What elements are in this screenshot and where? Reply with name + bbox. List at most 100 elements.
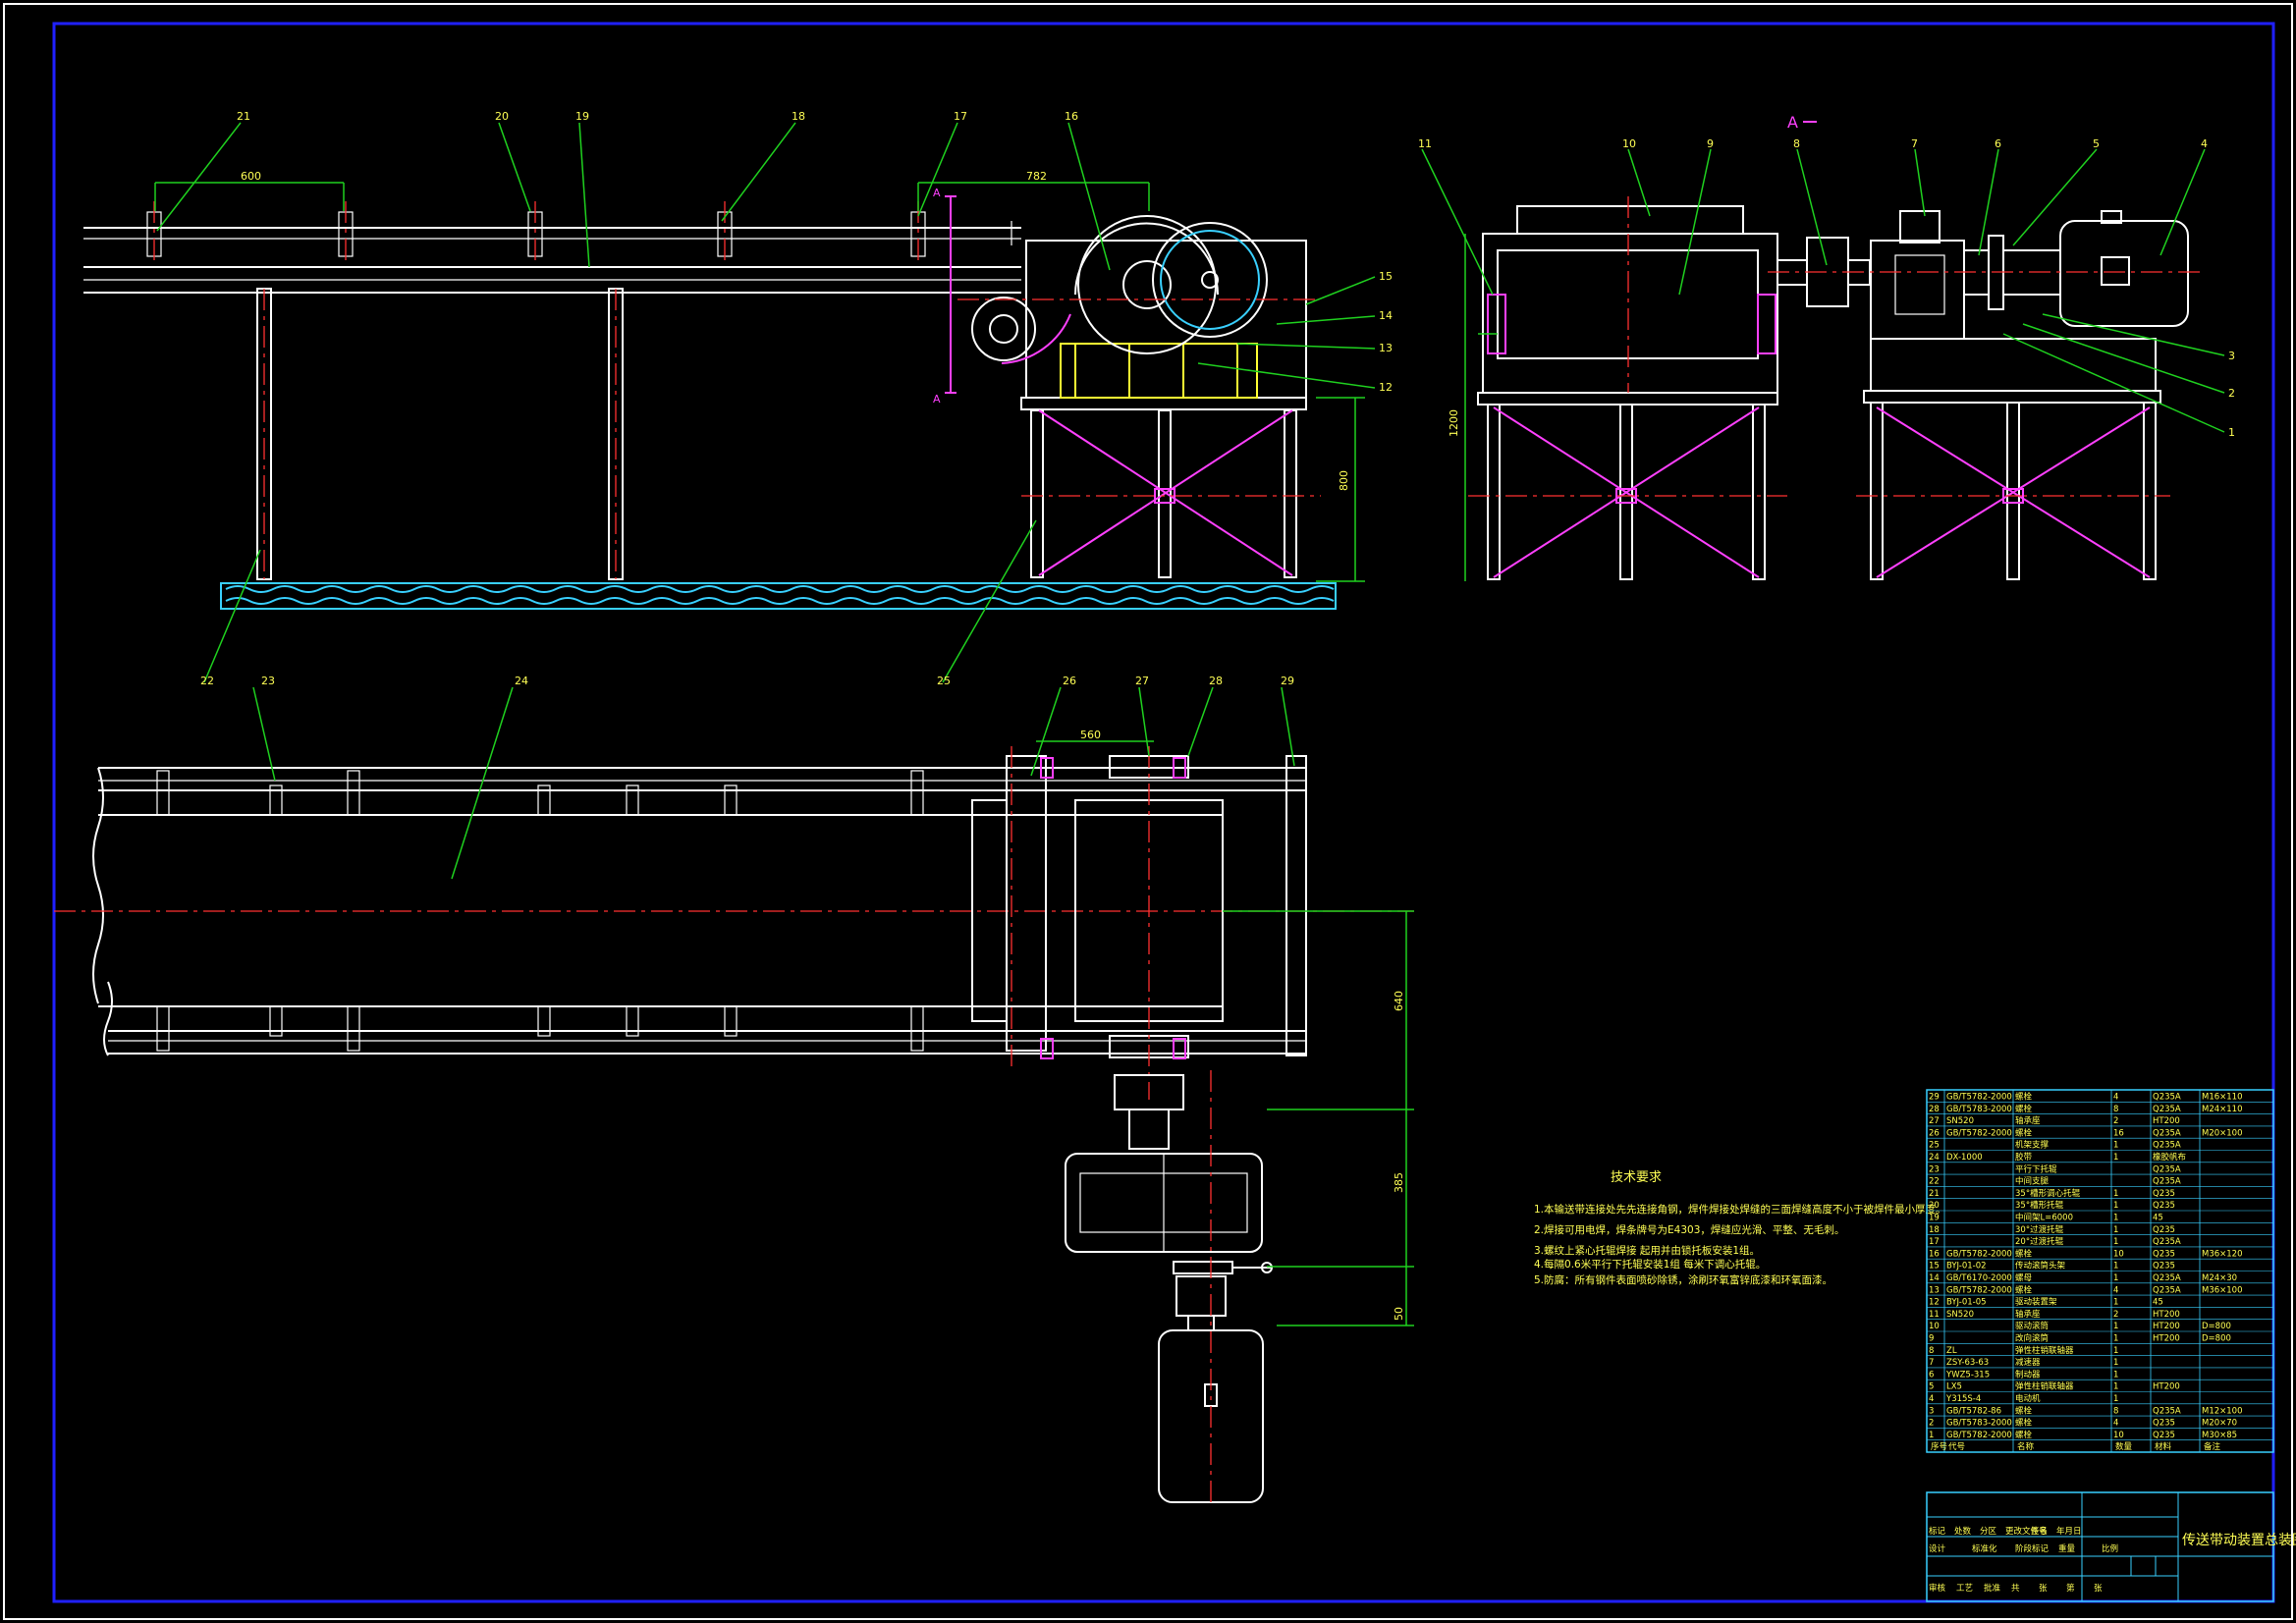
bom-cell: 平行下托辊 bbox=[2015, 1163, 2057, 1174]
bom-cell: GB/T5783-2000 bbox=[1946, 1105, 2012, 1114]
bom-cell: Q235 bbox=[2153, 1225, 2175, 1235]
tech-req-item-2: 2.焊接可用电焊，焊条牌号为E4303，焊缝应光滑、平整、无毛刺。 bbox=[1534, 1223, 1844, 1236]
balloon-18: 18 bbox=[792, 110, 805, 123]
bom-cell: ZL bbox=[1946, 1346, 1957, 1356]
tech-req-item-4: 4.每隔0.6米平行下托辊安装1组 每米下调心托辊。 bbox=[1534, 1258, 1766, 1271]
bom-cell: Q235A bbox=[2153, 1177, 2181, 1187]
bom-cell: 8 bbox=[1929, 1346, 1934, 1356]
bom-cell: 螺栓 bbox=[2015, 1104, 2033, 1114]
balloon-10: 10 bbox=[1622, 137, 1636, 150]
bom-cell: 12 bbox=[1929, 1298, 1940, 1308]
balloon-8: 8 bbox=[1793, 137, 1800, 150]
bom-cell: GB/T5782-2000 bbox=[1946, 1093, 2012, 1103]
title-block-cell: 张 bbox=[2094, 1584, 2103, 1594]
bom-cell: Q235A bbox=[2153, 1273, 2181, 1283]
balloon-26: 26 bbox=[1063, 675, 1076, 687]
balloon-9: 9 bbox=[1707, 137, 1714, 150]
bom-cell: 弹性柱销联轴器 bbox=[2015, 1345, 2074, 1356]
bom-cell: 23 bbox=[1929, 1164, 1940, 1174]
bom-cell: 轴承座 bbox=[2015, 1115, 2041, 1126]
bom-cell: 25 bbox=[1929, 1141, 1940, 1151]
bom-cell: 驱动装置架 bbox=[2015, 1297, 2057, 1308]
bom-cell: 螺栓 bbox=[2015, 1248, 2033, 1259]
bom-cell: HT200 bbox=[2153, 1334, 2180, 1344]
balloon-21: 21 bbox=[237, 110, 250, 123]
bom-cell: Q235 bbox=[2153, 1249, 2175, 1259]
tech-req-title: 技术要求 bbox=[1611, 1170, 1662, 1185]
bom-cell: 1 bbox=[2113, 1382, 2118, 1392]
bom-cell: Q235A bbox=[2153, 1105, 2181, 1114]
bom-cell: 35°槽形调心托辊 bbox=[2015, 1188, 2081, 1199]
balloon-28: 28 bbox=[1209, 675, 1223, 687]
bom-cell: Q235A bbox=[2153, 1093, 2181, 1103]
inner-frame bbox=[52, 22, 2275, 1603]
bom-cell: Q235 bbox=[2153, 1201, 2175, 1211]
bom-cell: 1 bbox=[2113, 1334, 2118, 1344]
tech-req-item-1: 1.本输送带连接处先先连接角钢，焊件焊接处焊缝的三面焊缝高度不小于被焊件最小厚度… bbox=[1534, 1203, 1946, 1216]
bom-cell: D=800 bbox=[2202, 1322, 2231, 1331]
balloon-13: 13 bbox=[1379, 342, 1393, 354]
bom-cell: Q235A bbox=[2153, 1141, 2181, 1151]
bom-cell: HT200 bbox=[2153, 1382, 2180, 1392]
balloon-1: 1 bbox=[2228, 426, 2235, 439]
bom-cell: 弹性柱销联轴器 bbox=[2015, 1381, 2074, 1392]
bom-cell: 1 bbox=[2113, 1370, 2118, 1380]
bom-cell: 5 bbox=[1929, 1382, 1934, 1392]
bom-cell: M12×100 bbox=[2202, 1406, 2243, 1416]
title-block-cell: 工艺 bbox=[1956, 1584, 1973, 1594]
bom-cell: 21 bbox=[1929, 1189, 1940, 1199]
bom-cell: BYJ-01-05 bbox=[1946, 1298, 1987, 1308]
bom-cell: 1 bbox=[2113, 1201, 2118, 1211]
bom-cell: M24×110 bbox=[2202, 1105, 2243, 1114]
title-block-cell: 重量 bbox=[2058, 1543, 2076, 1554]
balloon-29: 29 bbox=[1281, 675, 1294, 687]
bom-cell: 中间架L=6000 bbox=[2015, 1213, 2073, 1223]
bom-cell: 驱动滚筒 bbox=[2015, 1321, 2049, 1331]
bom-cell: 制动器 bbox=[2015, 1369, 2041, 1380]
ground-foundation bbox=[220, 582, 1337, 610]
bom-cell: HT200 bbox=[2153, 1116, 2180, 1126]
section-marker-bottom: A bbox=[933, 393, 941, 406]
bom-cell: M36×120 bbox=[2202, 1249, 2243, 1259]
bom-cell: 29 bbox=[1929, 1093, 1940, 1103]
title-block-cell: 签名 bbox=[2031, 1526, 2048, 1537]
bom-cell: 18 bbox=[1929, 1225, 1940, 1235]
dim-plan-c: 50 bbox=[1393, 1307, 1405, 1321]
bom-cell: D=800 bbox=[2202, 1334, 2231, 1344]
bom-cell: 2 bbox=[2113, 1310, 2118, 1320]
bom-cell: LX5 bbox=[1946, 1382, 1962, 1392]
balloon-23: 23 bbox=[261, 675, 275, 687]
bom-cell: 35°槽形托辊 bbox=[2015, 1200, 2064, 1211]
bom-cell: 27 bbox=[1929, 1116, 1940, 1126]
bom-cell: HT200 bbox=[2153, 1322, 2180, 1331]
bom-cell: 螺栓 bbox=[2015, 1430, 2033, 1440]
title-block-cell: 年月日 bbox=[2056, 1526, 2082, 1537]
bom-cell: GB/T5783-2000 bbox=[1946, 1419, 2012, 1429]
bom-cell: 螺母 bbox=[2015, 1272, 2032, 1283]
title-block-cell: 第 bbox=[2066, 1583, 2075, 1594]
bom-cell: 胶带 bbox=[2015, 1152, 2033, 1163]
bom-cell: 1 bbox=[2113, 1189, 2118, 1199]
bom-header-cell: 代号 bbox=[1948, 1441, 1965, 1452]
bom-cell: 传动滚筒头架 bbox=[2015, 1261, 2066, 1271]
bom-cell: 2 bbox=[1929, 1419, 1934, 1429]
bom-cell: HT200 bbox=[2153, 1310, 2180, 1320]
bom-cell: Q235 bbox=[2153, 1262, 2175, 1271]
bom-cell: 17 bbox=[1929, 1237, 1940, 1247]
drawing-title: 传送带动装置总装图 bbox=[2182, 1533, 2296, 1548]
dim-side-height: 1200 bbox=[1448, 409, 1460, 437]
balloon-19: 19 bbox=[575, 110, 589, 123]
dim-head-span: 782 bbox=[1026, 170, 1047, 183]
bom-cell: 24 bbox=[1929, 1153, 1940, 1163]
balloon-12: 12 bbox=[1379, 381, 1393, 394]
bom-header-cell: 序号 bbox=[1931, 1441, 1947, 1452]
title-block: 传送带动装置总装图 标记处数分区更改文件号签名年月日设计标准化阶段标记重量比例审… bbox=[1926, 1491, 2296, 1602]
title-block-cell: 设计 bbox=[1929, 1543, 1946, 1554]
bom-cell: Q235A bbox=[2153, 1128, 2181, 1138]
technical-requirements: 技术要求 1.本输送带连接处先先连接角钢，焊件焊接处焊缝的三面焊缝高度不小于被焊… bbox=[1534, 1170, 1946, 1286]
title-block-cell: 标准化 bbox=[1972, 1543, 1997, 1554]
bom-cell: 中间支腿 bbox=[2015, 1176, 2050, 1187]
bom-header-cell: 材料 bbox=[2155, 1441, 2172, 1452]
bom-cell: Q235A bbox=[2153, 1164, 2181, 1174]
